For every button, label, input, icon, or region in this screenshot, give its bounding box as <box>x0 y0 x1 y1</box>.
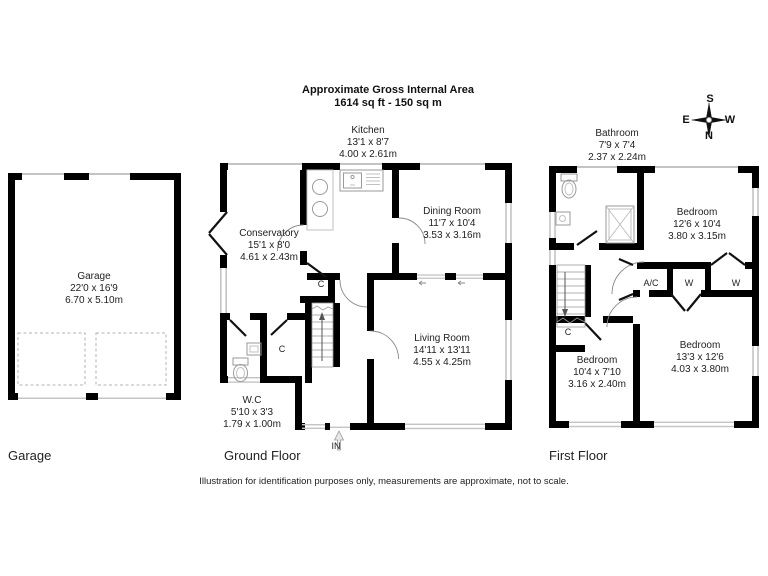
ground-closet-label: C <box>317 279 325 289</box>
staircase-down <box>556 264 586 328</box>
compass-north-label: N <box>705 130 713 142</box>
ground-exterior-walls <box>220 163 512 430</box>
bedroom-3-label: Bedroom 10'4 x 7'10 3.16 x 2.40m <box>568 355 626 391</box>
room-name: Kitchen <box>351 125 385 136</box>
dining-room-label: Dining Room 11'7 x 10'4 3.53 x 3.16m <box>423 206 481 242</box>
title-line-1: Approximate Gross Internal Area <box>302 84 474 96</box>
room-imperial: 7'9 x 7'4 <box>598 140 636 151</box>
garage-windows <box>18 173 166 399</box>
living-room-label: Living Room 14'11 x 13'11 4.55 x 4.25m <box>413 333 471 369</box>
room-name: Bedroom <box>679 340 721 351</box>
room-imperial: 11'7 x 10'4 <box>428 218 476 229</box>
bathroom-sink-icon <box>555 211 571 226</box>
garage-room-label: Garage 22'0 x 16'9 6.70 x 5.10m <box>65 271 123 307</box>
garage-floorplan <box>8 173 181 400</box>
room-metric: 3.80 x 3.15m <box>668 231 726 242</box>
room-name: Garage <box>77 271 111 282</box>
staircase-up <box>311 302 334 368</box>
room-name: Bedroom <box>576 355 618 366</box>
shower-icon <box>605 205 635 244</box>
room-metric: 3.16 x 2.40m <box>568 379 626 390</box>
conservatory-french-doors <box>208 211 228 256</box>
ground-door-symbols <box>229 217 483 360</box>
room-name: Conservatory <box>239 228 299 239</box>
room-imperial: 13'1 x 8'7 <box>346 137 390 148</box>
room-imperial: 15'1 x 8'0 <box>247 240 291 251</box>
room-metric: 3.53 x 3.16m <box>423 230 481 241</box>
page-title: Approximate Gross Internal Area 1614 sq … <box>302 84 474 110</box>
garage-caption: Garage <box>8 448 52 463</box>
first-floorplan <box>549 166 759 428</box>
compass-rose-icon <box>691 102 727 138</box>
disclaimer-text: Illustration for identification purposes… <box>199 476 569 487</box>
room-metric: 4.03 x 3.80m <box>671 364 729 375</box>
first-interior-walls <box>549 173 759 428</box>
wc-toilet-icon <box>232 342 262 382</box>
first-windows <box>549 166 759 428</box>
room-metric: 4.55 x 4.25m <box>413 357 471 368</box>
entrance-in-label: IN <box>331 441 341 451</box>
bedroom-1-label: Bedroom 12'6 x 10'4 3.80 x 3.15m <box>668 207 726 243</box>
ground-interior-walls <box>220 170 512 430</box>
room-metric: 4.00 x 2.61m <box>339 149 397 160</box>
wc-label: W.C 5'10 x 3'3 1.79 x 1.00m <box>223 395 281 431</box>
bathroom-label: Bathroom 7'9 x 7'4 2.37 x 2.24m <box>588 128 646 164</box>
room-imperial: 14'11 x 13'11 <box>413 345 471 356</box>
ground-floor-caption: Ground Floor <box>224 448 301 463</box>
room-name: Bedroom <box>676 207 718 218</box>
hob-icon <box>306 169 334 231</box>
ground-windows <box>220 163 512 430</box>
room-imperial: 22'0 x 16'9 <box>70 283 118 294</box>
room-imperial: 12'6 x 10'4 <box>673 219 721 230</box>
room-imperial: 5'10 x 3'3 <box>230 407 274 418</box>
room-name: Bathroom <box>595 128 639 139</box>
wardrobe-2-label: W <box>731 278 741 288</box>
title-line-2: 1614 sq ft - 150 sq m <box>334 97 442 109</box>
room-name: W.C <box>242 395 262 406</box>
room-name: Dining Room <box>423 206 481 217</box>
compass-west-label: W <box>724 114 736 126</box>
garage-parking-bays <box>17 332 167 386</box>
bedroom-2-label: Bedroom 13'3 x 12'6 4.03 x 3.80m <box>671 340 729 376</box>
first-floor-caption: First Floor <box>549 448 608 463</box>
kitchen-sink-icon <box>339 169 384 192</box>
ground-closet-wc-label: C <box>278 344 286 354</box>
room-metric: 2.37 x 2.24m <box>588 152 646 163</box>
bathroom-toilet-icon <box>560 173 578 199</box>
room-metric: 1.79 x 1.00m <box>223 419 281 430</box>
garage-walls <box>8 173 181 400</box>
compass-south-label: S <box>706 93 714 105</box>
wardrobe-1-label: W <box>684 278 694 288</box>
room-metric: 4.61 x 2.43m <box>240 252 298 263</box>
entrance-arrow-icon <box>333 430 345 451</box>
room-name: Living Room <box>414 333 470 344</box>
room-imperial: 10'4 x 7'10 <box>573 367 621 378</box>
first-closet-label: C <box>564 327 572 337</box>
compass-east-label: E <box>682 114 690 126</box>
room-imperial: 13'3 x 12'6 <box>676 352 724 363</box>
airing-cupboard-label: A/C <box>643 278 659 288</box>
conservatory-label: Conservatory 15'1 x 8'0 4.61 x 2.43m <box>239 228 298 264</box>
ground-floorplan <box>208 163 512 451</box>
first-door-symbols <box>576 230 746 341</box>
room-metric: 6.70 x 5.10m <box>65 295 123 306</box>
kitchen-label: Kitchen 13'1 x 8'7 4.00 x 2.61m <box>339 125 397 161</box>
